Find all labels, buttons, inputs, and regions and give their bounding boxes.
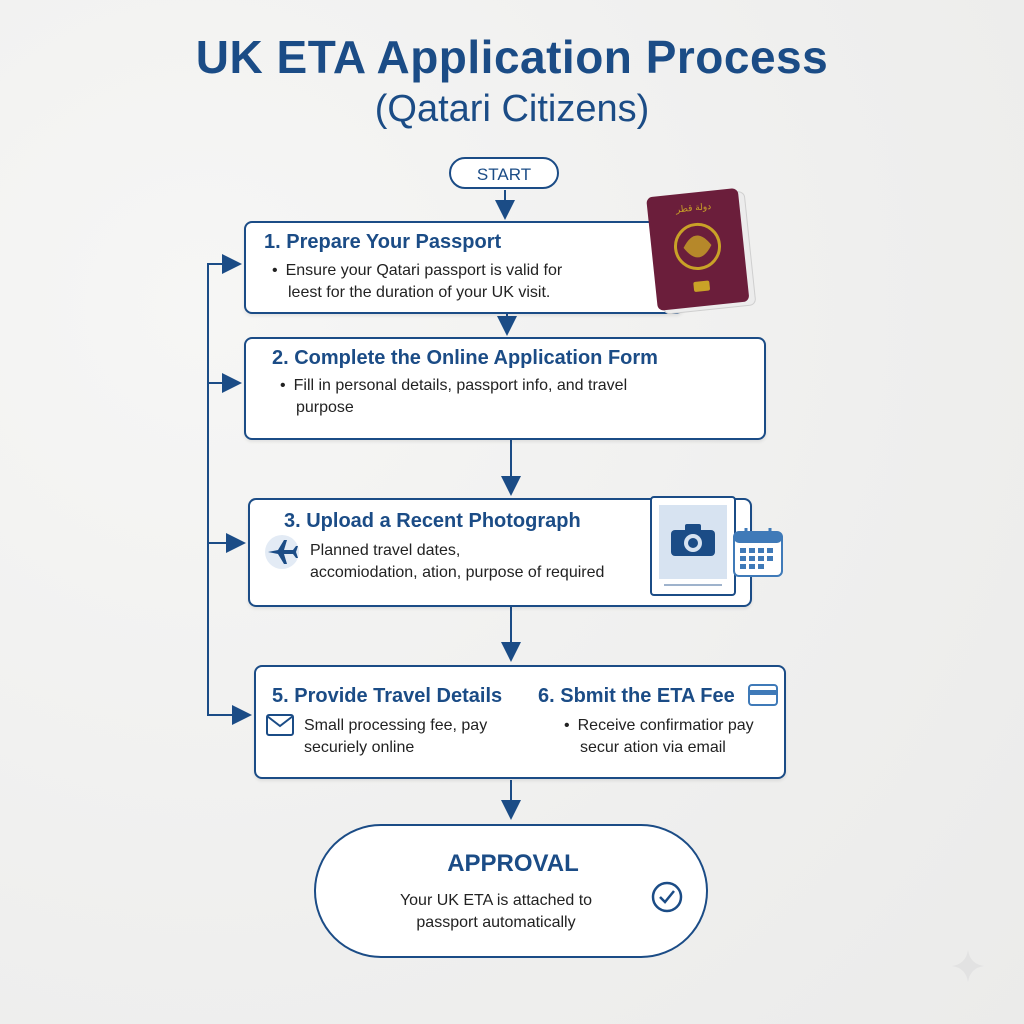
step-1-box: 1. Prepare Your Passport • Ensure your Qa… [244, 221, 684, 314]
credit-card-icon [748, 684, 778, 706]
camera-icon [671, 524, 715, 556]
sparkle-icon [952, 950, 984, 982]
step-3-title: 3. Upload a Recent Photograph [284, 510, 581, 532]
camera-card [650, 496, 736, 596]
step-1-title: 1. Prepare Your Passport [264, 231, 502, 253]
svg-text:ﺩﻭﻟﺔ ﻗﻄﺮ: ﺩﻭﻟﺔ ﻗﻄﺮ [674, 202, 711, 216]
step-2-text: • Fill in personal details, passport info… [280, 375, 740, 419]
step-2-title: 2. Complete the Online Application Form [272, 347, 658, 369]
step-3-line-1: Planned travel dates, [310, 542, 461, 559]
page-title: UK ETA Application Process [195, 31, 829, 83]
step-1-text: • Ensure your Qatari passport is valid fo… [272, 260, 652, 304]
approval-node: APPROVAL Your UK ETA is attached to pass… [314, 824, 708, 958]
approval-line-2: passport automatically [416, 914, 576, 931]
approval-title: APPROVAL [447, 850, 579, 877]
step-3-text: Planned travel dates, accomiodation, ati… [310, 540, 650, 584]
step-2-line-2: purpose [296, 399, 354, 416]
page-subtitle: (Qatari Citizens) [374, 88, 650, 130]
bullet: • [280, 377, 286, 394]
step-3-line-2: accomiodation, ation, purpose of require… [310, 564, 605, 581]
check-circle-icon [651, 881, 683, 913]
step-5-text: Small processing fee, pay securiely onli… [304, 715, 524, 759]
start-node: START [449, 157, 559, 189]
step-2-box: 2. Complete the Online Application Form … [244, 337, 766, 440]
step-1-line-2: leest for the duration of your UK visit. [288, 284, 551, 301]
step-6-line-2: secur ation via email [580, 739, 726, 756]
bullet: • [272, 262, 278, 279]
step-5-title: 5. Provide Travel Details [272, 685, 503, 707]
step-5-line-1: Small processing fee, pay [304, 717, 488, 734]
step-6-line-1: Receive confirmatior pay [577, 717, 754, 734]
calendar-icon [733, 528, 783, 577]
step-1-line-1: Ensure your Qatari passport is valid for [285, 262, 563, 279]
bullet: • [564, 717, 570, 734]
step-5-line-2: securiely online [304, 739, 415, 756]
passport-icon: ﺩﻭﻟﺔ ﻗﻄﺮ [646, 188, 756, 315]
airplane-icon [265, 535, 299, 569]
envelope-icon [266, 714, 294, 736]
side-connector [207, 263, 252, 725]
step-5-6-box: 5. Provide Travel Details Small processi… [254, 665, 786, 779]
step-6-title: 6. Sbmit the ETA Fee [538, 685, 735, 707]
step-6-text: • Receive confirmatior pay secur ation vi… [564, 715, 784, 759]
approval-text: Your UK ETA is attached to passport auto… [346, 890, 646, 934]
approval-line-1: Your UK ETA is attached to [399, 892, 593, 909]
step-2-line-1: Fill in personal details, passport info,… [293, 377, 628, 394]
